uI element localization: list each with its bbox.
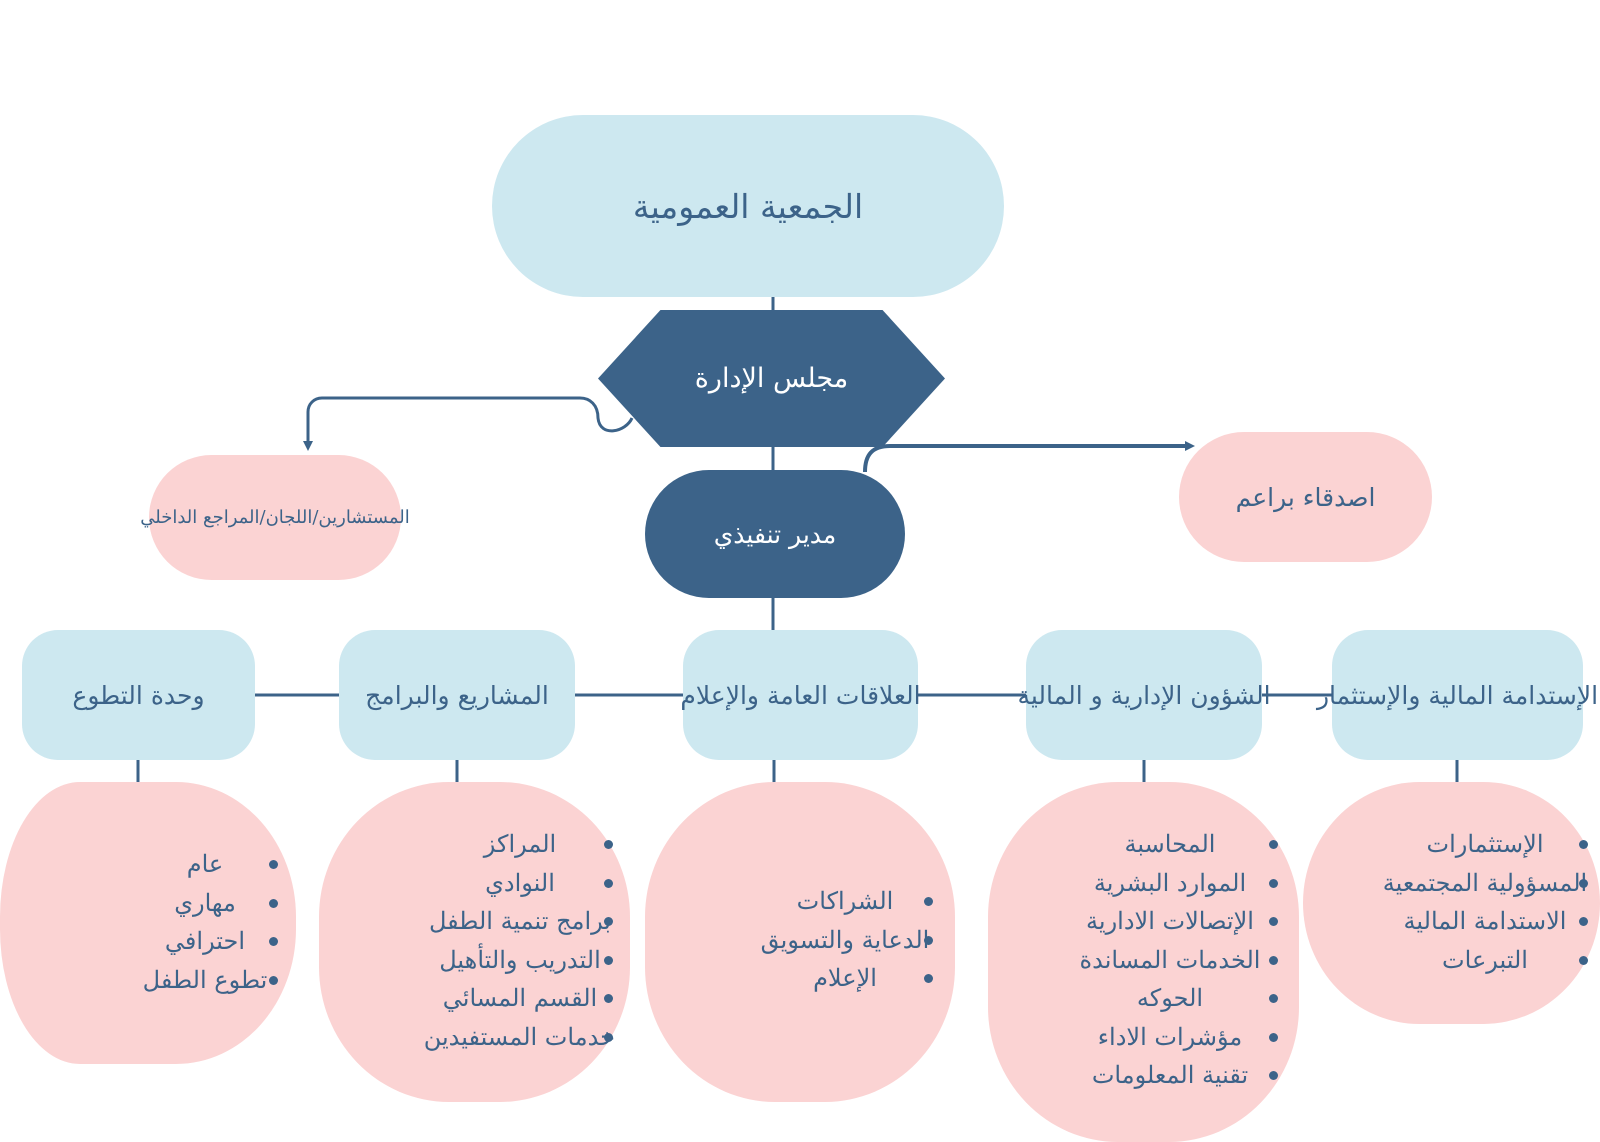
bullet-icon [1579,840,1588,849]
executive-director-box: مدير تنفيذي [645,470,905,598]
bullet-icon [604,878,613,888]
advisors-label: المستشارين/اللجان/المراجع الداخلي [140,507,410,528]
list-item: الشراكات [690,882,935,921]
list-item: برامج تنمية الطفل [428,907,613,935]
department-box: الشؤون الإدارية و المالية [1017,630,1271,760]
bullet-icon [1269,994,1278,1003]
list-item: النوادي [360,864,615,903]
bullet-icon [924,897,933,906]
list-item: الموارد البشرية [1020,864,1280,903]
general-assembly-box: الجمعية العمومية [492,115,1004,297]
bullet-icon [269,975,278,985]
department-box: الإستدامة المالية والإستثمار [1317,630,1598,760]
item-list: عام مهاري احترافي تطوع الطفل [50,845,280,999]
bullet-icon [1579,878,1588,888]
department-label: وحدة التطوع [72,680,205,710]
department-items-box [1303,782,1600,1024]
list-item: الحوكه [1020,979,1280,1018]
department-items-box [319,782,630,1102]
sponsors-label: اصدقاء براعم [1235,482,1376,512]
list-item: الدعاية والتسويق [690,921,935,960]
bullet-icon [1269,1032,1278,1042]
list-item: الخدمات المساندة [1020,941,1280,980]
advisors-box: المستشارين/اللجان/المراجع الداخلي [140,455,410,580]
bullet-icon [269,898,278,908]
item-list: الإستثمارات المسؤولية المجتمعية الاستدام… [1330,825,1590,979]
list-item: عام [50,845,280,884]
list-item: الإعلام [690,959,935,998]
bullet-icon [269,937,278,946]
department-items-box [0,782,296,1064]
bullet-icon [924,974,933,983]
list-item: خدمات المستفيدين [423,1022,615,1051]
item-list: المحاسبة الموارد البشرية الإتصالات الادا… [1020,825,1280,1095]
department-label: المشاريع والبرامج [365,680,549,710]
bullet-icon [269,860,278,869]
bullet-icon [604,955,613,965]
department-box: المشاريع والبرامج [339,630,575,760]
arrow-to-advisors [303,396,634,451]
bullet-icon [1269,1071,1278,1080]
bullet-icon [1579,955,1588,965]
bullet-icon [604,994,613,1003]
list-item: الاستدامة المالية [1330,902,1590,941]
bullet-icon [604,1032,613,1042]
list-item: تطوع الطفل [50,961,280,1000]
department-label: الإستدامة المالية والإستثمار [1316,680,1599,710]
list-item: الإستثمارات [1330,825,1590,864]
list-item: مهاري [50,884,280,923]
department-box: وحدة التطوع [22,630,255,760]
list-item: المسؤولية المجتمعية [1382,868,1588,897]
bullet-icon [604,840,613,849]
bullet-icon [1269,955,1278,965]
list-item: التبرعات [1330,941,1590,980]
list-item: المراكز [360,825,615,864]
list-item: المحاسبة [1020,825,1280,864]
list-item: مؤشرات الاداء [1020,1018,1280,1057]
list-item: التدريب والتأهيل [360,941,615,980]
bullet-icon [1579,917,1588,926]
department-label: العلاقات العامة والإعلام [680,680,921,710]
sponsors-box: اصدقاء براعم [1179,432,1432,562]
board-box: مجلس الإدارة [598,310,945,447]
board-label: مجلس الإدارة [694,363,849,394]
list-item: تقنية المعلومات [1020,1056,1280,1095]
bullet-icon [924,935,933,945]
arrow-to-sponsors [863,441,1195,473]
bullet-icon [1269,917,1278,926]
bullet-icon [604,917,613,926]
list-item: القسم المسائي [360,979,615,1018]
bullet-icon [1269,840,1278,849]
department-items-box [645,782,955,1102]
department-label: الشؤون الإدارية و المالية [1017,680,1271,710]
department-box: العلاقات العامة والإعلام [680,630,921,760]
list-item: احترافي [50,922,280,961]
department-items-box [988,782,1299,1142]
item-list: المراكز النوادي برامج تنمية الطفل التدري… [360,825,615,1056]
executive-director-label: مدير تنفيذي [713,519,837,549]
bullet-icon [1269,878,1278,888]
list-item: الإتصالات الادارية [1020,902,1280,941]
general-assembly-label: الجمعية العمومية [632,186,864,226]
item-list: الشراكات الدعاية والتسويق الإعلام [690,882,935,998]
